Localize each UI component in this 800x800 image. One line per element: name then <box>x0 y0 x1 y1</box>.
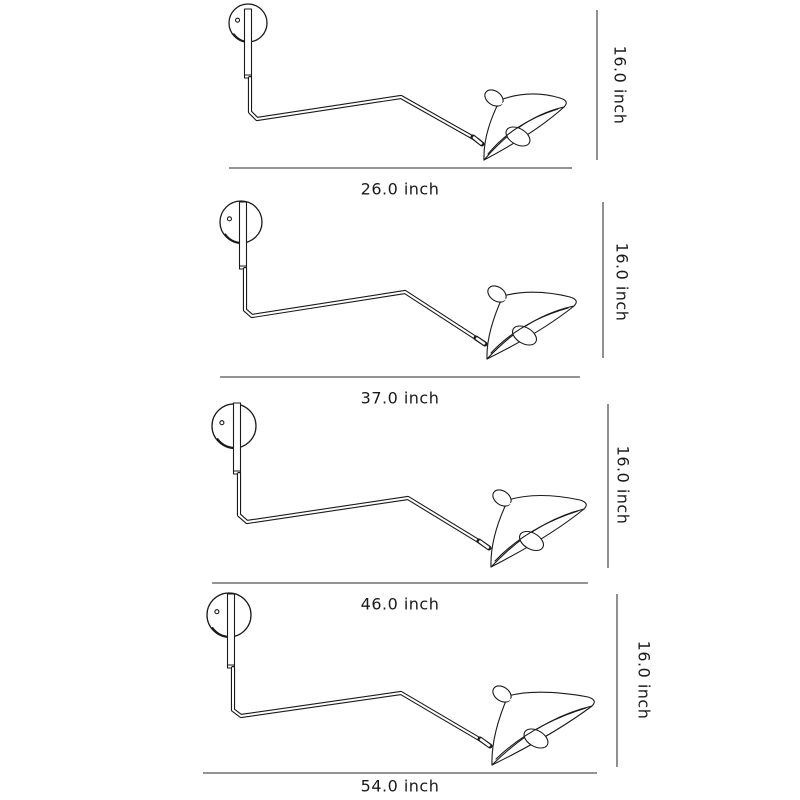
shade-rim-front <box>495 707 587 760</box>
lamp-shade <box>490 495 587 568</box>
rod-sleeve <box>238 201 248 270</box>
joint-inner <box>479 738 491 747</box>
lamp-drawing-size-54 <box>206 592 595 766</box>
screw-icon <box>214 609 220 615</box>
lamp-shade <box>491 691 595 766</box>
screw-icon <box>219 420 225 426</box>
width-label-46: 46.0 inch <box>360 594 440 614</box>
shade-rim-front <box>494 510 579 562</box>
rod-sleeve <box>232 402 242 475</box>
shade-rim-front <box>487 108 559 155</box>
arm-outline <box>247 75 482 144</box>
lamp-drawing-size-37 <box>219 200 577 360</box>
arm-inner <box>249 77 480 142</box>
bulb <box>523 728 549 749</box>
rod-sleeve <box>243 8 253 79</box>
arm-outline <box>230 665 489 746</box>
rod-sleeve <box>226 593 236 669</box>
lamp-drawing-size-46 <box>211 402 587 568</box>
wall-plate-shadow <box>224 233 243 245</box>
height-label-26: 16.0 inch <box>610 45 630 125</box>
arm-outline <box>236 471 488 548</box>
joint-inner <box>475 337 486 345</box>
joint-inner <box>472 136 483 145</box>
cap-mask <box>506 694 524 702</box>
screw-icon <box>226 216 232 222</box>
lamp-shade <box>486 291 577 360</box>
height-label-37: 16.0 inch <box>612 242 632 322</box>
arm-outline <box>242 266 485 345</box>
width-label-54: 54.0 inch <box>360 776 440 796</box>
bulb <box>519 530 544 552</box>
cap-mask <box>501 294 519 302</box>
height-label-54: 16.0 inch <box>634 640 654 720</box>
width-label-37: 37.0 inch <box>360 388 440 408</box>
height-label-46: 16.0 inch <box>613 445 633 525</box>
cap-mask <box>506 498 524 506</box>
shade-rim-front <box>490 307 569 354</box>
screw-icon <box>235 17 241 23</box>
arm-inner <box>244 268 483 343</box>
lamp-drawing-size-26 <box>228 3 567 161</box>
width-label-26: 26.0 inch <box>360 179 440 199</box>
joint-inner <box>478 540 490 549</box>
arm-inner <box>232 667 487 744</box>
cap-mask <box>498 98 516 106</box>
arm-inner <box>238 473 486 546</box>
bulb <box>512 325 537 346</box>
